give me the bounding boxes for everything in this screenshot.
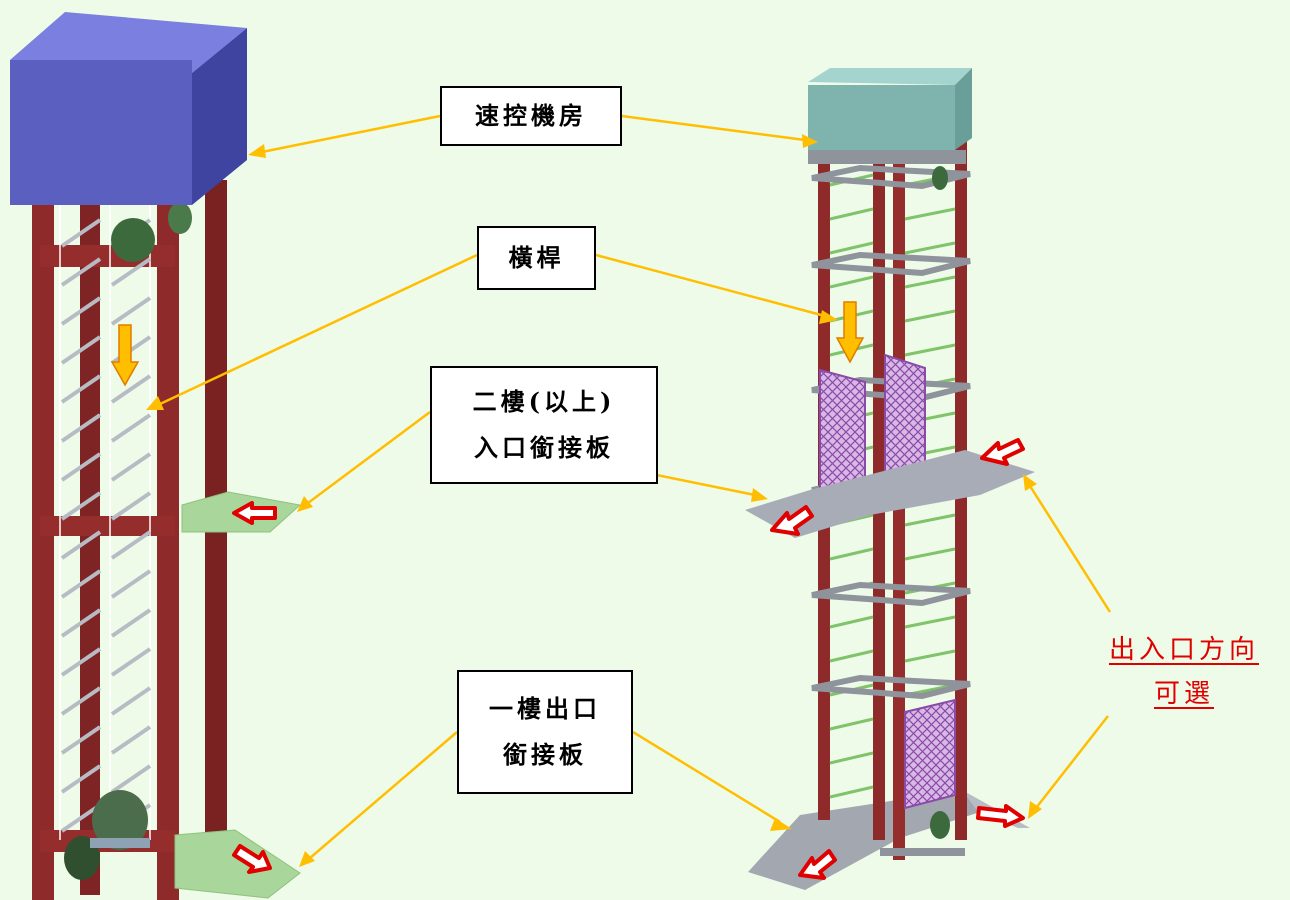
right-tower-rung: [904, 275, 956, 289]
right-tower-rung: [904, 241, 956, 255]
right-tower-rung: [904, 615, 956, 629]
right-tower-rung: [829, 615, 874, 629]
left-upper-exit-arrow-icon: [232, 501, 277, 525]
left-tower-rung: [110, 686, 152, 716]
left-lower-landing-plate: [174, 829, 301, 899]
left-machine-room-side: [192, 28, 247, 205]
left-tower-rung: [110, 413, 152, 443]
left-tower-rung: [60, 452, 102, 482]
right-tower-frame: [811, 164, 971, 190]
left-tower: [10, 12, 302, 900]
left-tower-top-wheel-rear: [168, 202, 192, 234]
right-upper-landing-plate: [745, 450, 1035, 538]
right-tower: [745, 68, 1035, 890]
left-machine-room-front: [10, 60, 192, 205]
right-tower-rung: [904, 649, 956, 663]
leader-lines: [146, 114, 1112, 867]
right-tower-rung: [829, 785, 874, 799]
left-tower-crossbeam: [40, 516, 175, 536]
right-tower-rung: [904, 547, 956, 561]
right-lower-exit-arrow-icon: [798, 849, 837, 880]
ground-floor-plate-label: 一樓出口 銜接板: [457, 670, 633, 794]
left-tower-rung: [60, 608, 102, 638]
left-tower-rung: [60, 335, 102, 365]
right-bottom-wheel: [930, 811, 950, 839]
ground-floor-plate-label-line1: 一樓出口: [489, 694, 601, 724]
upper-floor-plate-label-line2: 入口銜接板: [474, 433, 614, 462]
right-tower-frame: [811, 674, 971, 700]
left-tower-rung: [60, 374, 102, 404]
left-tower-rung: [60, 725, 102, 755]
note-line1: 出入口方向: [1108, 635, 1259, 665]
right-down-arrow-icon: [835, 301, 865, 364]
left-tower-rung: [60, 413, 102, 443]
left-tower-rung: [60, 569, 102, 599]
right-tower-rung: [829, 649, 874, 663]
right-tower-rung: [829, 751, 874, 765]
left-tower-rung: [60, 491, 102, 521]
left-tower-front-post: [32, 190, 54, 900]
right-upper-entry-arrow-icon: [770, 505, 814, 536]
right-tower-rung: [904, 207, 956, 221]
right-machine-room-side: [955, 68, 972, 150]
left-tower-top-wheel: [111, 218, 155, 262]
left-tower-rung: [60, 530, 102, 560]
left-machine-room-top: [10, 12, 247, 73]
left-tower-rung: [110, 725, 152, 755]
upper-floor-plate-label: 二樓(以上) 入口銜接板: [430, 366, 658, 484]
upper-floor-plate-label-line1: 二樓(以上): [472, 387, 616, 417]
left-tower-rung: [110, 257, 152, 287]
crossbar-label: 橫桿: [477, 226, 596, 290]
right-tower-rung: [829, 717, 874, 731]
left-tower-rung: [60, 647, 102, 677]
right-tower-rung: [829, 547, 874, 561]
right-tower-frame: [811, 251, 971, 277]
left-tower-front-post: [157, 195, 179, 900]
left-tower-rung: [110, 452, 152, 482]
left-tower-rung: [110, 491, 152, 521]
right-upper-side-arrow-icon: [980, 438, 1025, 466]
right-lower-landing-plate: [748, 790, 980, 890]
left-tower-rung: [110, 374, 152, 404]
left-tower-rung: [110, 608, 152, 638]
left-tower-rung: [110, 569, 152, 599]
right-tower-rung: [829, 275, 874, 289]
right-tower-rung: [904, 309, 956, 323]
entrance-direction-note: 出入口方向 可選: [1086, 628, 1282, 716]
right-top-wheel: [932, 166, 948, 190]
left-tower-rung: [110, 764, 152, 794]
left-tower-back-post: [205, 180, 227, 890]
machine-room-label-text: 速控機房: [475, 101, 587, 131]
left-tower-rung: [110, 647, 152, 677]
machine-room-label: 速控機房: [440, 86, 622, 146]
left-tower-back-post: [80, 195, 100, 895]
right-machine-room-front: [808, 85, 955, 150]
right-tower-rung: [904, 513, 956, 527]
left-tower-bottom-wheel: [92, 790, 148, 850]
left-down-arrow-icon: [110, 324, 140, 387]
crossbar-label-text: 橫桿: [508, 243, 565, 273]
left-tower-rung: [60, 218, 102, 248]
note-line2: 可選: [1153, 679, 1214, 710]
ground-floor-plate-label-line2: 銜接板: [503, 740, 587, 769]
left-tower-rung: [110, 296, 152, 326]
right-machine-room-top: [808, 68, 972, 85]
right-tower-rung: [829, 241, 874, 255]
left-tower-rung: [60, 764, 102, 794]
right-tower-frame: [811, 581, 971, 607]
left-lower-exit-arrow-icon: [232, 844, 272, 874]
right-tower-rung: [904, 343, 956, 357]
left-tower-rungs: [60, 218, 152, 833]
right-tower-rung: [829, 207, 874, 221]
right-lower-side-arrow-icon: [976, 804, 1025, 828]
left-tower-rung: [60, 257, 102, 287]
left-tower-rung: [110, 530, 152, 560]
left-tower-rung: [60, 803, 102, 833]
left-tower-rung: [60, 296, 102, 326]
left-tower-rung: [60, 686, 102, 716]
